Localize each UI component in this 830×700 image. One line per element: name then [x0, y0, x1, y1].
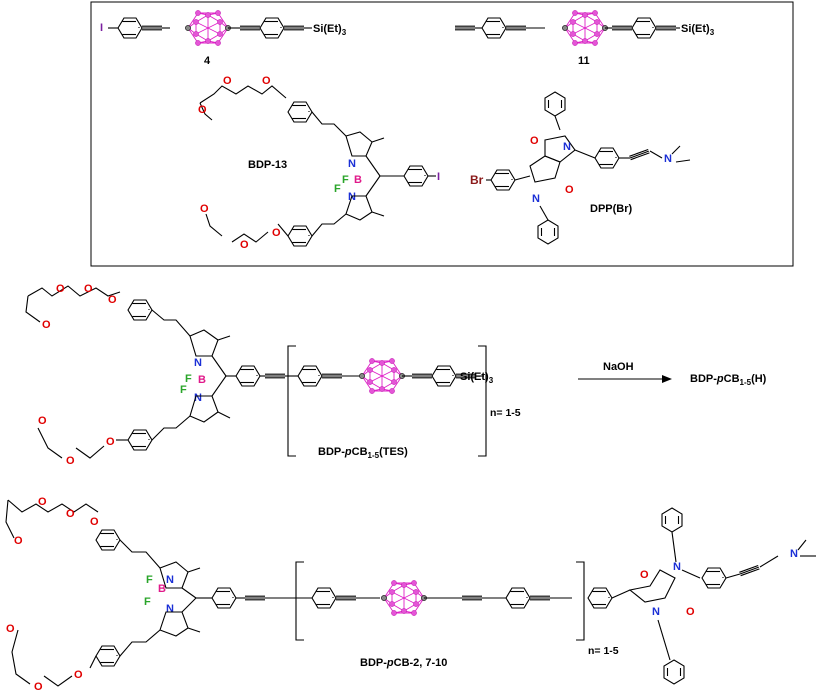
svg-text:O: O	[38, 415, 47, 427]
svg-text:O: O	[56, 283, 65, 295]
svg-text:O: O	[34, 681, 43, 693]
svg-text:O: O	[223, 75, 232, 87]
svg-text:N: N	[673, 561, 681, 573]
bdp-13-label: BDP-13	[248, 159, 287, 171]
svg-text:F: F	[334, 183, 341, 195]
svg-text:N: N	[166, 574, 174, 586]
svg-text:B: B	[354, 174, 362, 186]
compound-4-structure: I Si(Et)3	[100, 9, 347, 47]
svg-text:N: N	[563, 141, 571, 153]
svg-text:O: O	[90, 516, 99, 528]
compound-4-label: 4	[204, 55, 211, 67]
svg-text:O: O	[262, 75, 271, 87]
dpp-br-structure: O N N O N Br	[470, 91, 691, 245]
svg-text:N: N	[532, 193, 540, 205]
silyl-group: Si(Et)3	[681, 23, 715, 37]
svg-text:N: N	[790, 548, 798, 560]
reagent-label: NaOH	[603, 361, 634, 373]
svg-text:O: O	[84, 283, 93, 295]
repeat-unit-label: n= 1-5	[588, 645, 619, 657]
bdp-pcb-tes-structure: O O O O N F B F N O O O	[25, 283, 494, 467]
svg-text:F: F	[185, 373, 192, 385]
svg-text:O: O	[686, 606, 695, 618]
bdp-pcb-h-label: BDP-pCB1-5(H)	[690, 373, 767, 387]
svg-text:B: B	[158, 583, 166, 595]
bdp-pcb-tes-label: BDP-pCB1-5(TES)	[318, 446, 408, 460]
svg-text:O: O	[108, 294, 117, 306]
svg-text:N: N	[652, 606, 660, 618]
compound-11-structure: Si(Et)3	[454, 9, 715, 47]
silyl-group: Si(Et)3	[460, 371, 494, 385]
iodine-atom: I	[100, 22, 103, 34]
svg-text:O: O	[640, 569, 649, 581]
svg-text:O: O	[42, 319, 51, 331]
svg-text:O: O	[272, 227, 281, 239]
svg-text:N: N	[348, 158, 356, 170]
svg-text:O: O	[565, 184, 574, 196]
svg-text:O: O	[530, 135, 539, 147]
compound-11-label: 11	[578, 55, 590, 67]
svg-text:O: O	[66, 508, 75, 520]
svg-text:I: I	[437, 171, 440, 183]
svg-text:O: O	[66, 455, 75, 467]
svg-text:F: F	[144, 596, 151, 608]
bdp-pcb-dpp-structure: O O O O N F B F N O O O	[5, 496, 816, 693]
svg-text:O: O	[38, 496, 47, 508]
svg-text:O: O	[106, 436, 115, 448]
silyl-group: Si(Et)3	[313, 23, 347, 37]
svg-text:F: F	[180, 384, 187, 396]
svg-text:N: N	[194, 357, 202, 369]
svg-text:O: O	[14, 535, 23, 547]
svg-text:O: O	[200, 203, 209, 215]
svg-text:B: B	[198, 374, 206, 386]
svg-text:O: O	[198, 104, 207, 116]
svg-text:Br: Br	[470, 173, 484, 187]
svg-text:N: N	[664, 153, 672, 165]
svg-text:O: O	[6, 623, 15, 635]
svg-text:F: F	[146, 574, 153, 586]
starting-materials-frame	[90, 1, 794, 267]
final-compound-label: BDP-pCB-2, 7-10	[360, 657, 447, 669]
bdp-13-structure: O O O N F B F N I O O O	[198, 75, 440, 251]
repeat-unit-label: n= 1-5	[490, 407, 521, 419]
reaction-arrowhead	[662, 375, 672, 383]
svg-text:N: N	[166, 603, 174, 615]
svg-text:O: O	[240, 239, 249, 251]
dpp-br-label: DPP(Br)	[590, 203, 633, 215]
svg-text:F: F	[342, 174, 349, 186]
svg-text:O: O	[74, 669, 83, 681]
svg-text:N: N	[194, 392, 202, 404]
